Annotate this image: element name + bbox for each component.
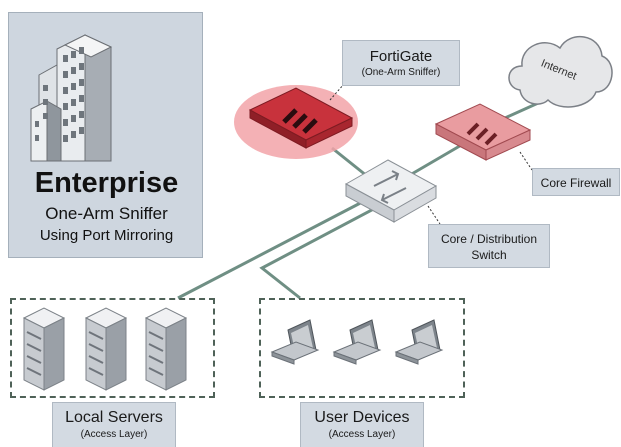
- laptop-icon: [332, 319, 382, 365]
- user-devices-sub: (Access Layer): [328, 429, 396, 440]
- local-servers-sub: (Access Layer): [80, 429, 148, 440]
- local-servers-label: Local Servers: [65, 409, 163, 426]
- user-devices-label: User Devices: [314, 409, 410, 426]
- laptop-icon: [394, 319, 444, 365]
- enterprise-panel: Enterprise One-Arm Sniffer Using Port Mi…: [8, 12, 203, 258]
- laptop-icons: [270, 319, 444, 365]
- fortigate-mode: (One-Arm Sniffer): [361, 67, 441, 78]
- core-firewall-device: [434, 103, 532, 161]
- server-icons: [22, 307, 188, 391]
- core-switch-label-2: Switch: [471, 248, 507, 262]
- core-switch-label-1: Core / Distribution: [440, 232, 538, 246]
- server-icon: [144, 307, 188, 391]
- fortigate-name: FortiGate: [369, 48, 433, 65]
- enterprise-title: Enterprise: [34, 167, 179, 199]
- server-icon: [84, 307, 128, 391]
- user-devices-group: [259, 298, 465, 398]
- link-switch-to-users: [259, 201, 386, 300]
- local-servers-group: [10, 298, 215, 398]
- core-switch-device: [344, 159, 438, 223]
- server-icon: [22, 307, 66, 391]
- local-servers-label-box: Local Servers (Access Layer): [52, 402, 176, 447]
- enterprise-subtitle-2: Using Port Mirroring: [39, 227, 174, 244]
- core-firewall-label-box: Core Firewall: [532, 168, 620, 196]
- building-icon: [30, 34, 113, 162]
- core-firewall-label: Core Firewall: [540, 176, 612, 190]
- link-switch-to-servers: [177, 196, 371, 300]
- internet-cloud-icon: [508, 35, 613, 108]
- laptop-icon: [270, 319, 320, 365]
- user-devices-label-box: User Devices (Access Layer): [300, 402, 424, 447]
- core-switch-label-box: Core / Distribution Switch: [428, 224, 550, 268]
- enterprise-subtitle-1: One-Arm Sniffer: [45, 204, 168, 223]
- fortigate-label-box: FortiGate (One-Arm Sniffer): [342, 40, 460, 86]
- fortigate-device: [248, 87, 354, 149]
